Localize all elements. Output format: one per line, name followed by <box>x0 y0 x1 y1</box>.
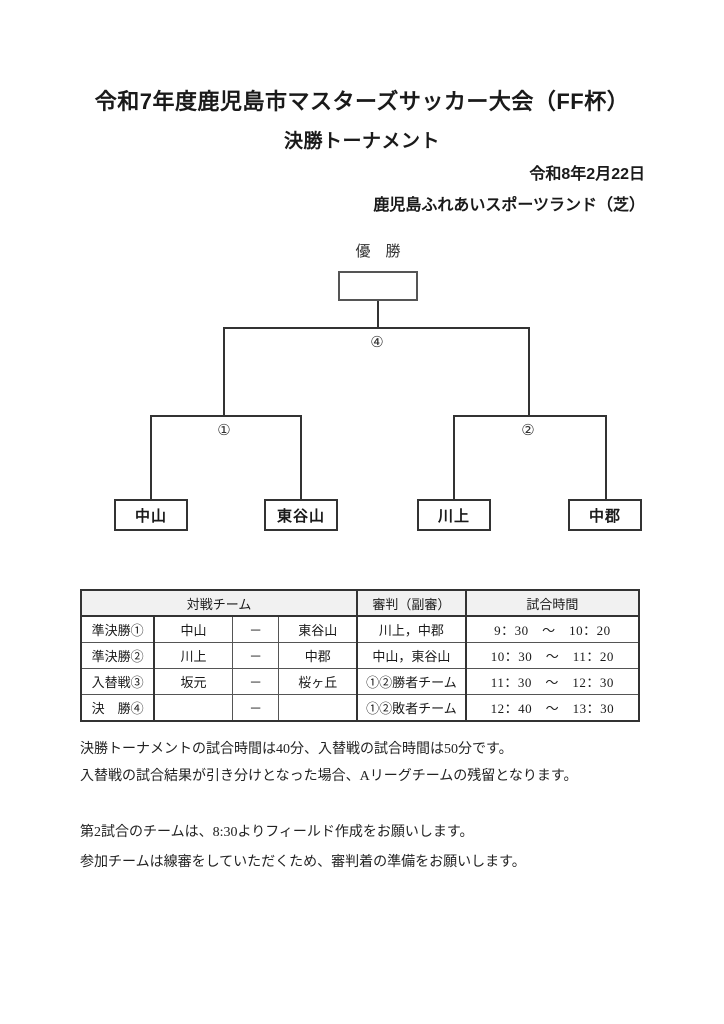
cell-round: 準決勝① <box>80 615 156 643</box>
note-match-duration: 決勝トーナメントの試合時間は40分、入替戦の試合時間は50分です。 <box>80 742 513 757</box>
semifinal-right-team1-line <box>453 415 455 500</box>
note-field-setup: 第2試合のチームは、8:30よりフィールド作成をお願いします。 <box>80 825 474 840</box>
event-venue: 鹿児島ふれあいスポーツランド（芝） <box>373 197 645 214</box>
final-stem-line <box>377 301 379 328</box>
header-time: 試合時間 <box>465 589 640 617</box>
header-referee: 審判（副審） <box>356 589 467 617</box>
event-date: 令和8年2月22日 <box>529 166 645 183</box>
final-right-drop-line <box>528 327 530 416</box>
final-left-drop-line <box>223 327 225 416</box>
cell-round: 準決勝② <box>80 642 156 669</box>
cell-time: 9：30 ～ 10：20 <box>465 615 640 643</box>
semifinal-left-crossbar-line <box>150 415 302 417</box>
bracket-team-nakagori[interactable]: 中郡 <box>568 499 642 531</box>
cell-team-b: 桜ヶ丘 <box>278 668 359 695</box>
table-row: 準決勝① 中山 － 東谷山 川上，中郡 9：30 ～ 10：20 <box>80 615 640 643</box>
match-number-final: ④ <box>370 335 384 351</box>
cell-referee: ①②敗者チーム <box>356 694 467 722</box>
champion-label: 優 勝 <box>355 244 401 260</box>
cell-team-a <box>153 694 233 722</box>
cell-dash: － <box>231 694 280 722</box>
table-header-row: 対戦チーム 審判（副審） 試合時間 <box>80 589 640 617</box>
cell-referee: ①②勝者チーム <box>356 668 467 695</box>
cell-referee: 中山，東谷山 <box>356 642 467 669</box>
table-row: 入替戦③ 坂元 － 桜ヶ丘 ①②勝者チーム 11：30 ～ 12：30 <box>80 668 640 695</box>
cell-round: 決 勝④ <box>80 694 156 722</box>
final-crossbar-line <box>223 327 530 329</box>
note-referee-uniform: 参加チームは線審をしていただくため、審判着の準備をお願いします。 <box>80 855 526 870</box>
schedule-table: 対戦チーム 審判（副審） 試合時間 準決勝① 中山 － 東谷山 川上，中郡 9：… <box>80 589 640 722</box>
cell-dash: － <box>231 668 280 695</box>
cell-team-b: 東谷山 <box>278 615 359 643</box>
bracket-team-kawakami[interactable]: 川上 <box>417 499 491 531</box>
cell-time: 12：40 ～ 13：30 <box>465 694 640 722</box>
cell-team-a: 坂元 <box>153 668 233 695</box>
cell-round: 入替戦③ <box>80 668 156 695</box>
cell-team-b <box>278 694 359 722</box>
page-subtitle: 決勝トーナメント <box>283 131 440 152</box>
match-number-semifinal-right: ② <box>521 423 535 439</box>
bracket-team-higashitaniyama[interactable]: 東谷山 <box>264 499 338 531</box>
table-row: 決 勝④ － ①②敗者チーム 12：40 ～ 13：30 <box>80 694 640 722</box>
semifinal-left-team1-line <box>150 415 152 500</box>
semifinal-left-team2-line <box>300 415 302 500</box>
header-teams: 対戦チーム <box>80 589 359 617</box>
note-draw-rule: 入替戦の試合結果が引き分けとなった場合、Aリーグチームの残留となります。 <box>80 769 578 784</box>
cell-referee: 川上，中郡 <box>356 615 467 643</box>
champion-box[interactable] <box>338 271 418 301</box>
match-number-semifinal-left: ① <box>217 423 231 439</box>
cell-time: 11：30 ～ 12：30 <box>465 668 640 695</box>
cell-team-a: 中山 <box>153 615 233 643</box>
table-row: 準決勝② 川上 － 中郡 中山，東谷山 10：30 ～ 11：20 <box>80 642 640 669</box>
cell-time: 10：30 ～ 11：20 <box>465 642 640 669</box>
semifinal-right-crossbar-line <box>453 415 605 417</box>
page-title: 令和7年度鹿児島市マスターズサッカー大会（FF杯） <box>94 89 630 114</box>
semifinal-right-team2-line <box>605 415 607 500</box>
cell-dash: － <box>231 615 280 643</box>
cell-team-a: 川上 <box>153 642 233 669</box>
cell-team-b: 中郡 <box>278 642 359 669</box>
cell-dash: － <box>231 642 280 669</box>
bracket-team-nakayama[interactable]: 中山 <box>114 499 188 531</box>
